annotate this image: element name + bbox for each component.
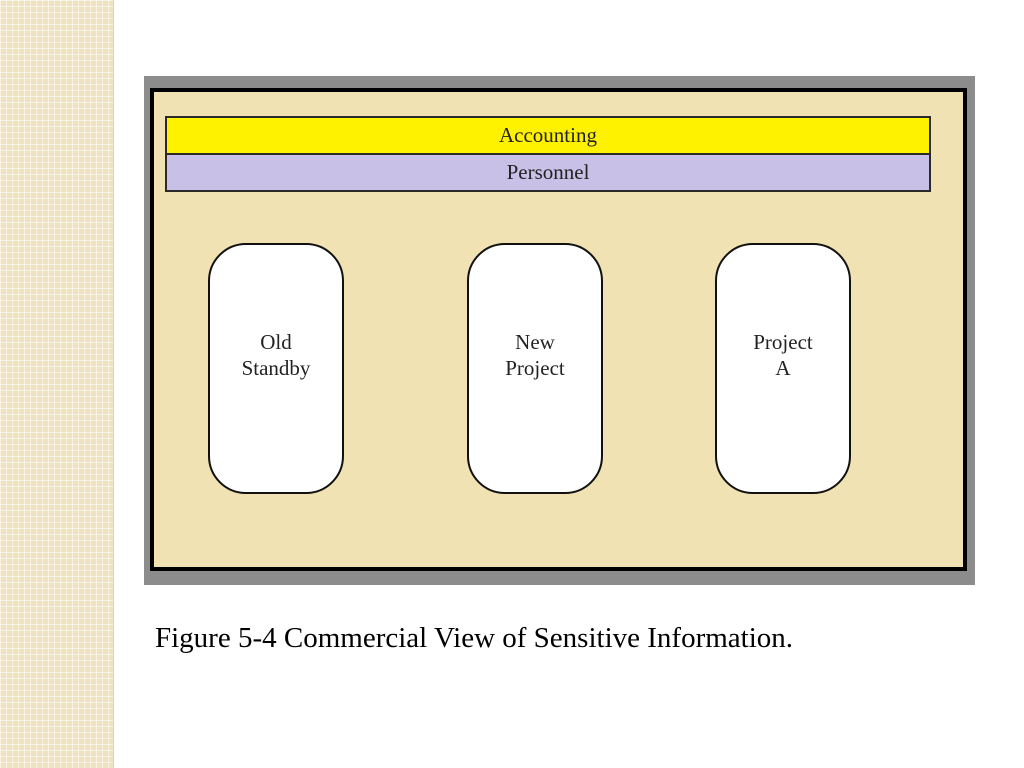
band-accounting: Accounting [165, 116, 931, 155]
project-card-project-a: Project A [715, 243, 851, 494]
project-card-old-standby: Old Standby [208, 243, 344, 494]
figure-panel: Accounting Personnel Old Standby New Pro… [150, 88, 967, 571]
band-personnel: Personnel [165, 153, 931, 192]
project-card-new-project: New Project [467, 243, 603, 494]
figure-frame: Accounting Personnel Old Standby New Pro… [144, 76, 975, 585]
decorative-side-strip [0, 0, 114, 768]
project-card-label: Project A [753, 329, 813, 380]
figure-caption: Figure 5-4 Commercial View of Sensitive … [155, 622, 794, 654]
project-card-label: New Project [505, 329, 565, 380]
project-card-label: Old Standby [241, 329, 311, 380]
